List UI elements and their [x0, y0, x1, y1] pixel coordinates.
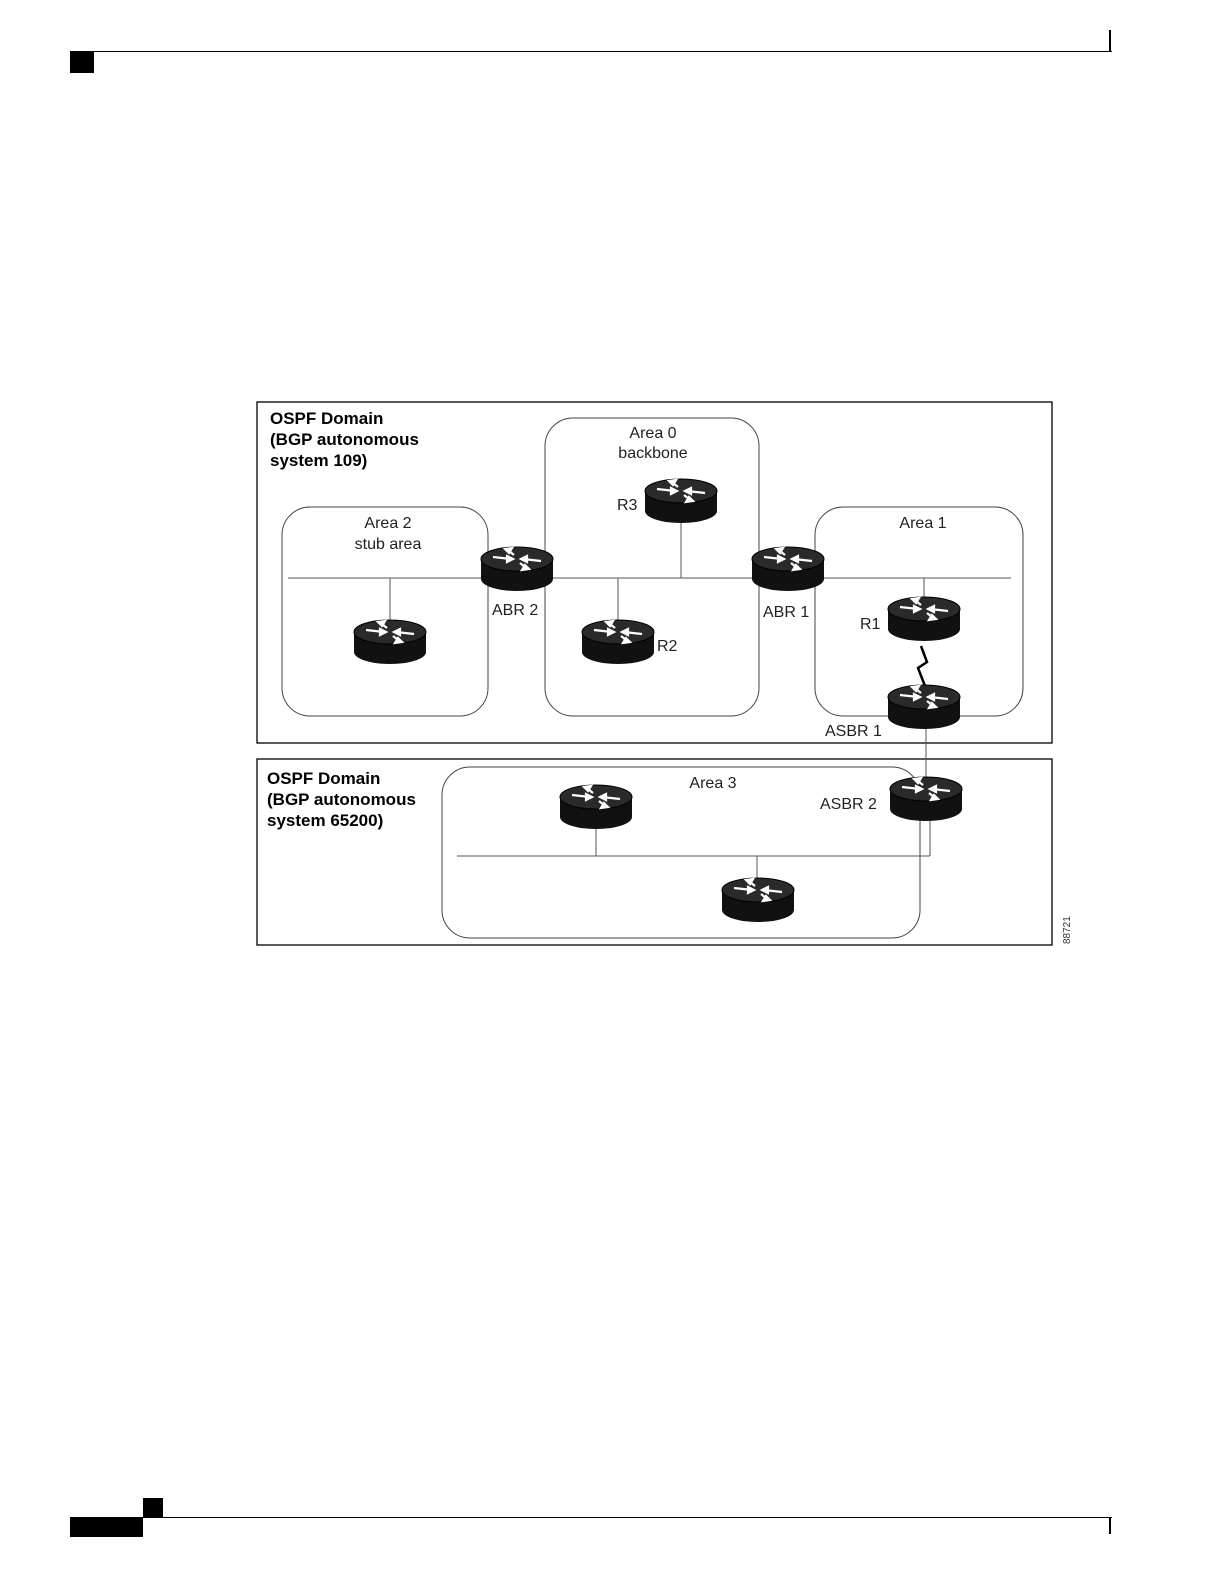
upper-domain-label-line2: (BGP autonomous — [270, 430, 419, 449]
area3-router-upper-icon — [560, 785, 632, 829]
asbr1-router-icon — [888, 685, 960, 729]
lower-domain-label-line1: OSPF Domain — [267, 769, 380, 788]
r3-router-icon — [645, 479, 717, 523]
upper-domain-label-line1: OSPF Domain — [270, 409, 383, 428]
area3-router-lower-icon — [722, 878, 794, 922]
area0-label: Area 0 — [629, 425, 676, 442]
r3-label: R3 — [617, 497, 638, 514]
asbr2-router-icon — [890, 777, 962, 821]
area3-label: Area 3 — [689, 775, 736, 792]
r1-router-icon — [888, 597, 960, 641]
lower-domain-label-line2: (BGP autonomous — [267, 790, 416, 809]
area0-sublabel: backbone — [618, 445, 687, 462]
abr2-label: ABR 2 — [492, 602, 538, 619]
upper-domain-label-line3: system 109) — [270, 451, 367, 470]
serial-link-lightning — [918, 646, 927, 686]
asbr1-label: ASBR 1 — [825, 723, 882, 740]
area3-box — [442, 767, 920, 938]
footer-page-bar — [70, 1518, 143, 1537]
asbr2-label: ASBR 2 — [820, 796, 877, 813]
footer-rule — [70, 1517, 1112, 1518]
area1-label: Area 1 — [899, 515, 946, 532]
r2-router-icon — [582, 620, 654, 664]
abr1-label: ABR 1 — [763, 604, 809, 621]
r1-label: R1 — [860, 616, 881, 633]
figure-id: 88721 — [1062, 916, 1073, 944]
abr1-router-icon — [752, 547, 824, 591]
footer-marker — [143, 1498, 163, 1517]
area2-sublabel: stub area — [355, 536, 422, 553]
lower-domain-label-line3: system 65200) — [267, 811, 383, 830]
r2-label: R2 — [657, 638, 678, 655]
area2-internal-router-icon — [354, 620, 426, 664]
area0-box — [545, 418, 759, 716]
area2-label: Area 2 — [364, 515, 411, 532]
footer-tick — [1109, 1518, 1111, 1534]
abr2-router-icon — [481, 547, 553, 591]
